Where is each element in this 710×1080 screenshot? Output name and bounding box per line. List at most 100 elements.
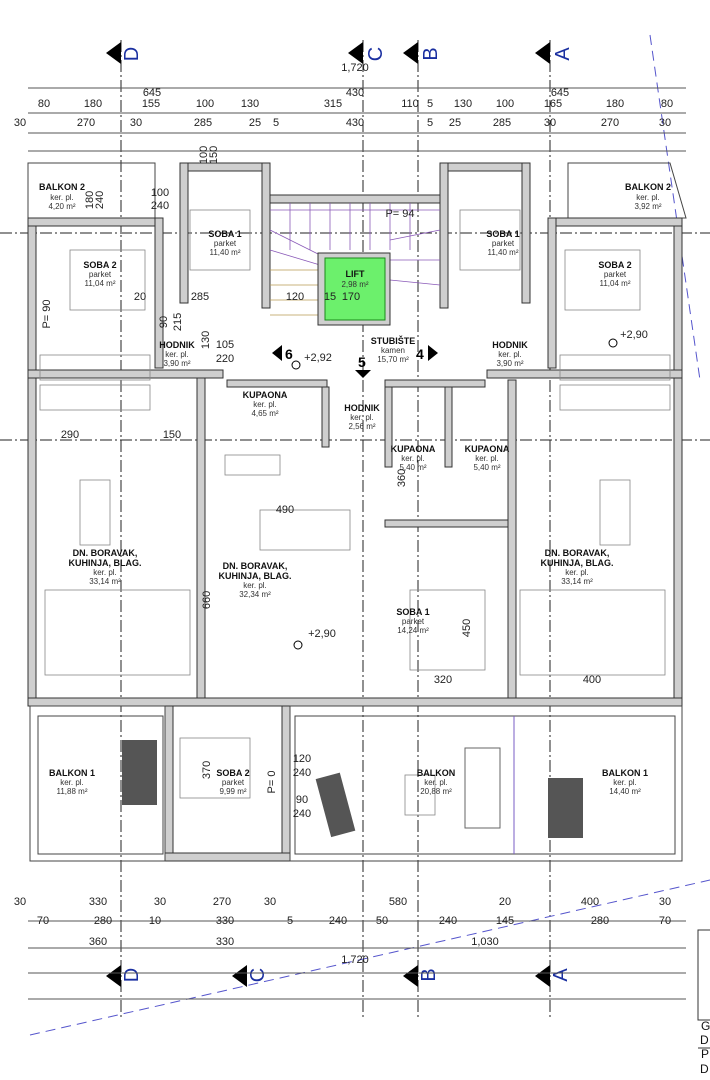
label-text: ker. pl. <box>475 454 499 463</box>
dimension-lines <box>28 87 686 1000</box>
walls <box>27 162 687 862</box>
label-text: 3,90 m² <box>163 359 190 368</box>
label-text: 130 <box>200 331 212 349</box>
label-text: 150 <box>163 429 181 441</box>
dim-text: 285 <box>493 117 511 129</box>
lift-shaft <box>324 257 386 321</box>
dim-text: 145 <box>496 915 514 927</box>
axis-label-d: D <box>121 47 143 61</box>
label-text: 220 <box>216 353 234 365</box>
label-text: 180 <box>84 191 96 209</box>
balcony-table <box>122 740 157 805</box>
dim-text: 80 <box>38 98 50 110</box>
label-text: 320 <box>434 674 452 686</box>
label-text: +2,90 <box>308 628 336 640</box>
label-text: SOBA 1 <box>486 229 519 239</box>
label-text: LIFT <box>346 269 365 279</box>
dim-text: 270 <box>213 896 231 908</box>
dim-text: 50 <box>376 915 388 927</box>
dim-text: 1,720 <box>341 954 369 966</box>
label-text: KUHINJA, BLAG. <box>540 558 613 568</box>
label-text: 33,14 m² <box>89 577 121 586</box>
dim-text: 430 <box>346 117 364 129</box>
label-text: DN. BORAVAK, <box>545 548 610 558</box>
label-text: ker. pl. <box>424 778 448 787</box>
dim-text: 280 <box>94 915 112 927</box>
label-text: 105 <box>216 339 234 351</box>
dim-text: 645 <box>551 87 569 99</box>
label-text: KUPAONA <box>465 444 510 454</box>
dim-text: 645 <box>143 87 161 99</box>
section-mark-5: 5 <box>358 354 366 370</box>
axis-label-c: C <box>247 968 269 982</box>
dimensions-bottom: 30 330 30 270 30 580 20 400 30 70 280 10… <box>14 896 671 966</box>
sofa <box>464 747 501 829</box>
label-text: DN. BORAVAK, <box>223 561 288 571</box>
staircase <box>269 203 441 326</box>
axis-markers-bottom: D C B A <box>106 965 572 987</box>
label-text: parket <box>402 617 425 626</box>
label-text: KUHINJA, BLAG. <box>218 571 291 581</box>
label-text: KUPAONA <box>391 444 436 454</box>
label-text: P= 0 <box>266 771 278 794</box>
dim-text: 400 <box>581 896 599 908</box>
dim-text: 80 <box>661 98 673 110</box>
label-text: 360 <box>396 469 408 487</box>
label-text: KUHINJA, BLAG. <box>68 558 141 568</box>
dim-text: 155 <box>142 98 160 110</box>
dim-text: 70 <box>659 915 671 927</box>
label-text: 240 <box>151 200 169 212</box>
label-text: 15,70 m² <box>377 355 409 364</box>
label-text: BALKON <box>417 768 456 778</box>
label-text: 150 <box>208 146 220 164</box>
dim-text: 165 <box>544 98 562 110</box>
label-text: ker. pl. <box>165 350 189 359</box>
label-text: 170 <box>342 291 360 303</box>
dim-text: 430 <box>346 87 364 99</box>
dim-text: 10 <box>149 915 161 927</box>
room-living-right: DN. BORAVAK,KUHINJA, BLAG.ker. pl.33,14 … <box>540 548 613 586</box>
label-text: 2,98 m² <box>341 280 368 289</box>
label-text: 240 <box>293 808 311 820</box>
section-mark-4: 4 <box>416 346 424 362</box>
level-marks: +2,92 +2,90 +2,90 <box>291 329 648 650</box>
axis-label-b: B <box>418 968 440 981</box>
dim-text: 240 <box>329 915 347 927</box>
dim-text: 330 <box>89 896 107 908</box>
label-text: SOBA 2 <box>598 260 631 270</box>
label-text: SOBA 2 <box>83 260 116 270</box>
label-text: 90 <box>296 794 308 806</box>
label-text: ker. pl. <box>350 413 374 422</box>
label-text: BALKON 2 <box>625 182 671 192</box>
label-text: parket <box>214 239 237 248</box>
label-text: D <box>700 1033 709 1047</box>
label-text: 90 <box>158 316 170 328</box>
label-text: ker. pl. <box>253 400 277 409</box>
label-text: parket <box>222 778 245 787</box>
label-text: HODNIK <box>492 340 528 350</box>
axis-markers-top: D C B A <box>106 42 574 64</box>
dim-text: 5 <box>287 915 293 927</box>
axis-label-c: C <box>365 47 387 61</box>
label-text: HODNIK <box>344 403 380 413</box>
label-text: ker. pl. <box>565 568 589 577</box>
dim-text: 1,720 <box>341 62 369 74</box>
label-text: 11,40 m² <box>210 248 241 257</box>
dim-text: 5 <box>273 117 279 129</box>
dimensions-top: 1,720 645 430 645 80 180 155 100 130 315… <box>14 62 673 129</box>
dim-text: 315 <box>324 98 342 110</box>
dim-text: 5 <box>427 98 433 110</box>
dim-text: 30 <box>544 117 556 129</box>
axis-label-b: B <box>420 47 442 60</box>
